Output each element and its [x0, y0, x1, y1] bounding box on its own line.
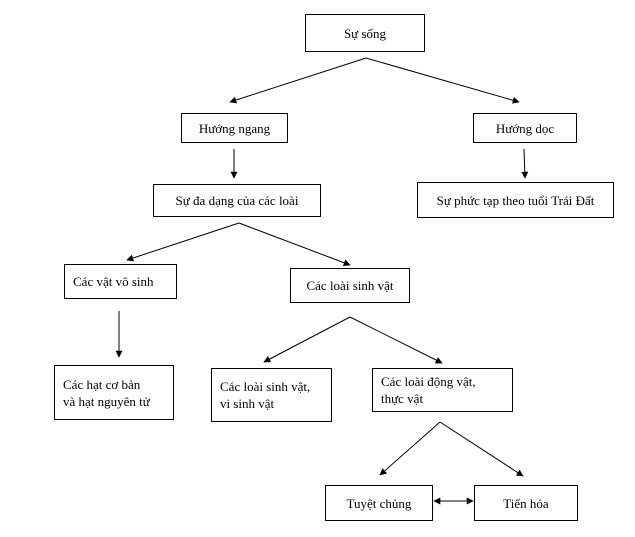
node-evolution: Tiến hóa: [474, 485, 578, 521]
node-earth-age-complexity-label: Sự phức tạp theo tuổi Trái Đất: [436, 192, 595, 208]
node-vertical-direction: Hướng dọc: [473, 113, 577, 143]
node-extinction: Tuyệt chủng: [325, 485, 433, 521]
node-horizontal-direction: Hướng ngang: [181, 113, 288, 143]
node-particles-atoms: Các hạt cơ bản và hạt nguyên tử: [54, 365, 174, 420]
node-organisms-microbes: Các loài sinh vật, vi sinh vật: [211, 368, 332, 422]
arrow-organisms-to-animals: [349, 316, 443, 364]
node-species-diversity-label: Sự đa dạng của các loài: [175, 193, 299, 208]
node-particles-atoms-label-2: và hạt nguyên tử: [63, 393, 150, 409]
node-living-organisms-label: Các loài sinh vật: [306, 278, 394, 293]
node-extinction-label: Tuyệt chủng: [346, 495, 412, 511]
node-particles-atoms-label-1: Các hạt cơ bản: [63, 376, 141, 392]
node-species-diversity: Sự đa dạng của các loài: [153, 184, 321, 217]
arrow-animals-to-evolution: [439, 421, 524, 477]
node-animals-plants: Các loài động vật, thực vật: [372, 368, 513, 412]
arrow-root-to-horizontal: [229, 57, 367, 104]
arrow-vertical-to-complexity: [521, 148, 529, 179]
arrow-animals-to-extinction: [379, 421, 441, 476]
arrow-organisms-to-microbes: [263, 316, 351, 363]
node-vertical-direction-label: Hướng dọc: [495, 120, 555, 136]
node-nonliving-things: Các vật vô sinh: [64, 264, 177, 299]
arrow-root-to-vertical: [365, 57, 520, 104]
node-earth-age-complexity: Sự phức tạp theo tuổi Trái Đất: [417, 182, 614, 218]
node-horizontal-direction-label: Hướng ngang: [198, 120, 271, 136]
node-life-label: Sự sống: [343, 25, 387, 41]
node-animals-plants-label-1: Các loài động vật,: [381, 374, 476, 389]
node-organisms-microbes-label-2: vi sinh vật: [220, 396, 275, 411]
node-nonliving-things-label: Các vật vô sinh: [73, 274, 154, 289]
node-living-organisms: Các loài sinh vật: [290, 268, 410, 303]
node-organisms-microbes-label-1: Các loài sinh vật,: [220, 379, 311, 394]
node-animals-plants-label-2: thực vật: [381, 391, 424, 406]
node-evolution-label: Tiến hóa: [503, 495, 549, 511]
node-life: Sự sống: [305, 14, 425, 52]
arrow-diversity-to-nonliving: [126, 222, 240, 262]
arrow-diversity-to-organisms: [238, 222, 351, 267]
